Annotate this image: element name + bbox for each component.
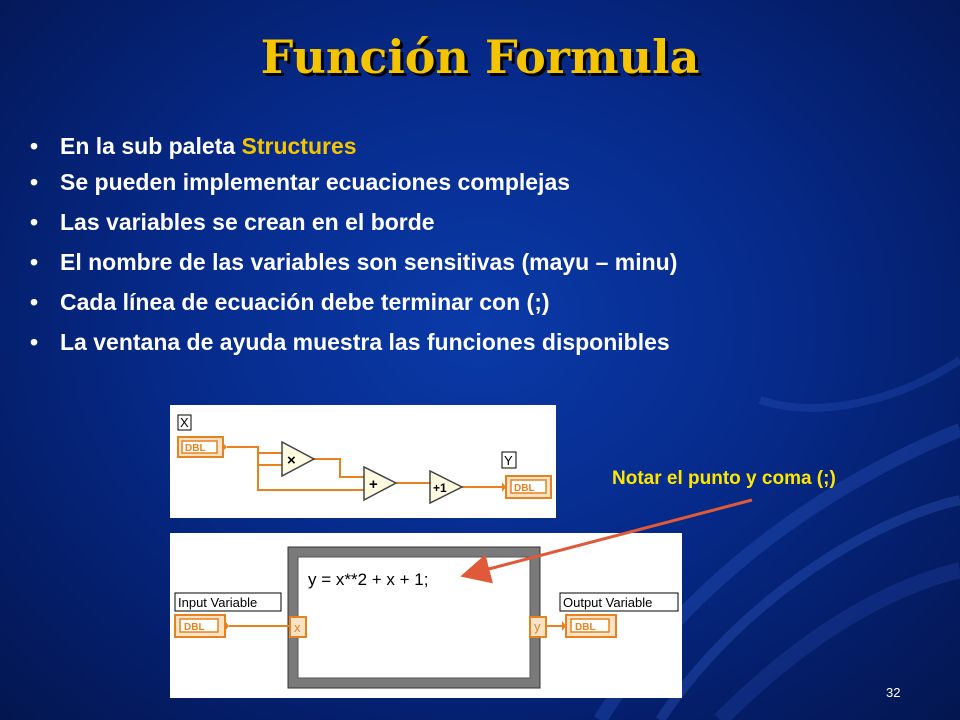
bullet-highlight: Structures [241,133,357,159]
input-x-label: X [180,415,189,430]
input-variable-label: Input Variable [178,595,257,610]
wires [227,446,502,491]
bullet-item: El nombre de las variables son sensitiva… [30,244,677,280]
svg-text:x: x [294,620,301,635]
bullet-text: Las variables se crean en el borde [60,209,435,235]
svg-text:DBL: DBL [575,622,596,633]
svg-text:+: + [369,476,378,493]
svg-text:DBL: DBL [514,483,535,494]
multiply-node[interactable]: × [281,440,316,478]
increment-node[interactable]: +1 [429,469,464,505]
output-variable-terminal[interactable]: DBL [562,614,617,638]
output-y-label: Y [504,453,513,468]
input-x-border-node[interactable]: x [289,616,307,638]
bullet-text: Se pueden implementar ecuaciones complej… [60,169,571,195]
add-node[interactable]: + [363,465,398,502]
output-variable-label: Output Variable [563,595,652,610]
svg-text:DBL: DBL [185,443,206,454]
formula-node-panel: y = x**2 + x + 1; Input Variable DBL x y… [170,533,682,698]
bullet-item: Se pueden implementar ecuaciones complej… [30,164,677,200]
bullet-list: En la sub paleta Structures Se pueden im… [30,128,677,360]
input-x-terminal[interactable]: DBL [177,436,227,458]
formula-text: y = x**2 + x + 1; [308,570,429,589]
output-y-terminal[interactable]: DBL [502,475,552,499]
bullet-text: Cada línea de ecuación debe terminar con… [60,289,550,315]
bullet-item: La ventana de ayuda muestra las funcione… [30,324,677,360]
page-number: 32 [886,685,901,700]
slide-title: Función Formula [260,30,700,84]
svg-text:y: y [534,619,541,634]
bullet-item: Cada línea de ecuación debe terminar con… [30,284,677,320]
semicolon-note: Notar el punto y coma (;) [612,468,836,489]
svg-text:×: × [287,452,296,469]
bullet-item: En la sub paleta Structures [30,128,677,164]
block-diagram-panel: X DBL × + +1 [170,405,556,518]
bullet-text: La ventana de ayuda muestra las funcione… [60,329,670,355]
bullet-text: En la sub paleta [60,133,242,159]
input-variable-terminal[interactable]: DBL [174,614,229,638]
bullet-item: Las variables se crean en el borde [30,204,677,240]
svg-text:DBL: DBL [184,622,205,633]
bullet-text: El nombre de las variables son sensitiva… [60,249,678,275]
svg-text:+1: +1 [433,481,447,495]
